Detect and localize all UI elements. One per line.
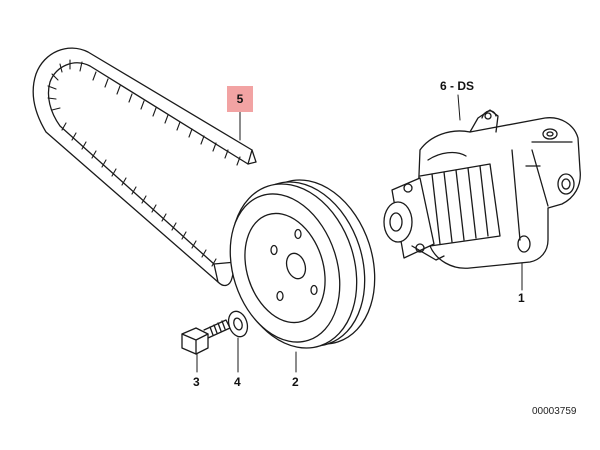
v-belt xyxy=(32,47,257,287)
washer xyxy=(227,310,249,338)
callout-washer-number[interactable]: 4 xyxy=(234,375,241,389)
pulley xyxy=(229,179,376,349)
callout-bolt-number[interactable]: 3 xyxy=(193,375,200,389)
water-pump xyxy=(383,109,581,269)
bolt xyxy=(181,319,231,355)
callout-pulley-number[interactable]: 2 xyxy=(292,375,299,389)
belt-teeth xyxy=(47,59,241,267)
callout-pump-number[interactable]: 6 - DS xyxy=(440,79,475,93)
callout-pump-body-number[interactable]: 1 xyxy=(518,291,525,305)
callout-highlight-box xyxy=(227,86,253,112)
callout-belt-number[interactable]: 5 xyxy=(236,92,244,106)
drawing-number: 00003759 xyxy=(532,406,577,417)
